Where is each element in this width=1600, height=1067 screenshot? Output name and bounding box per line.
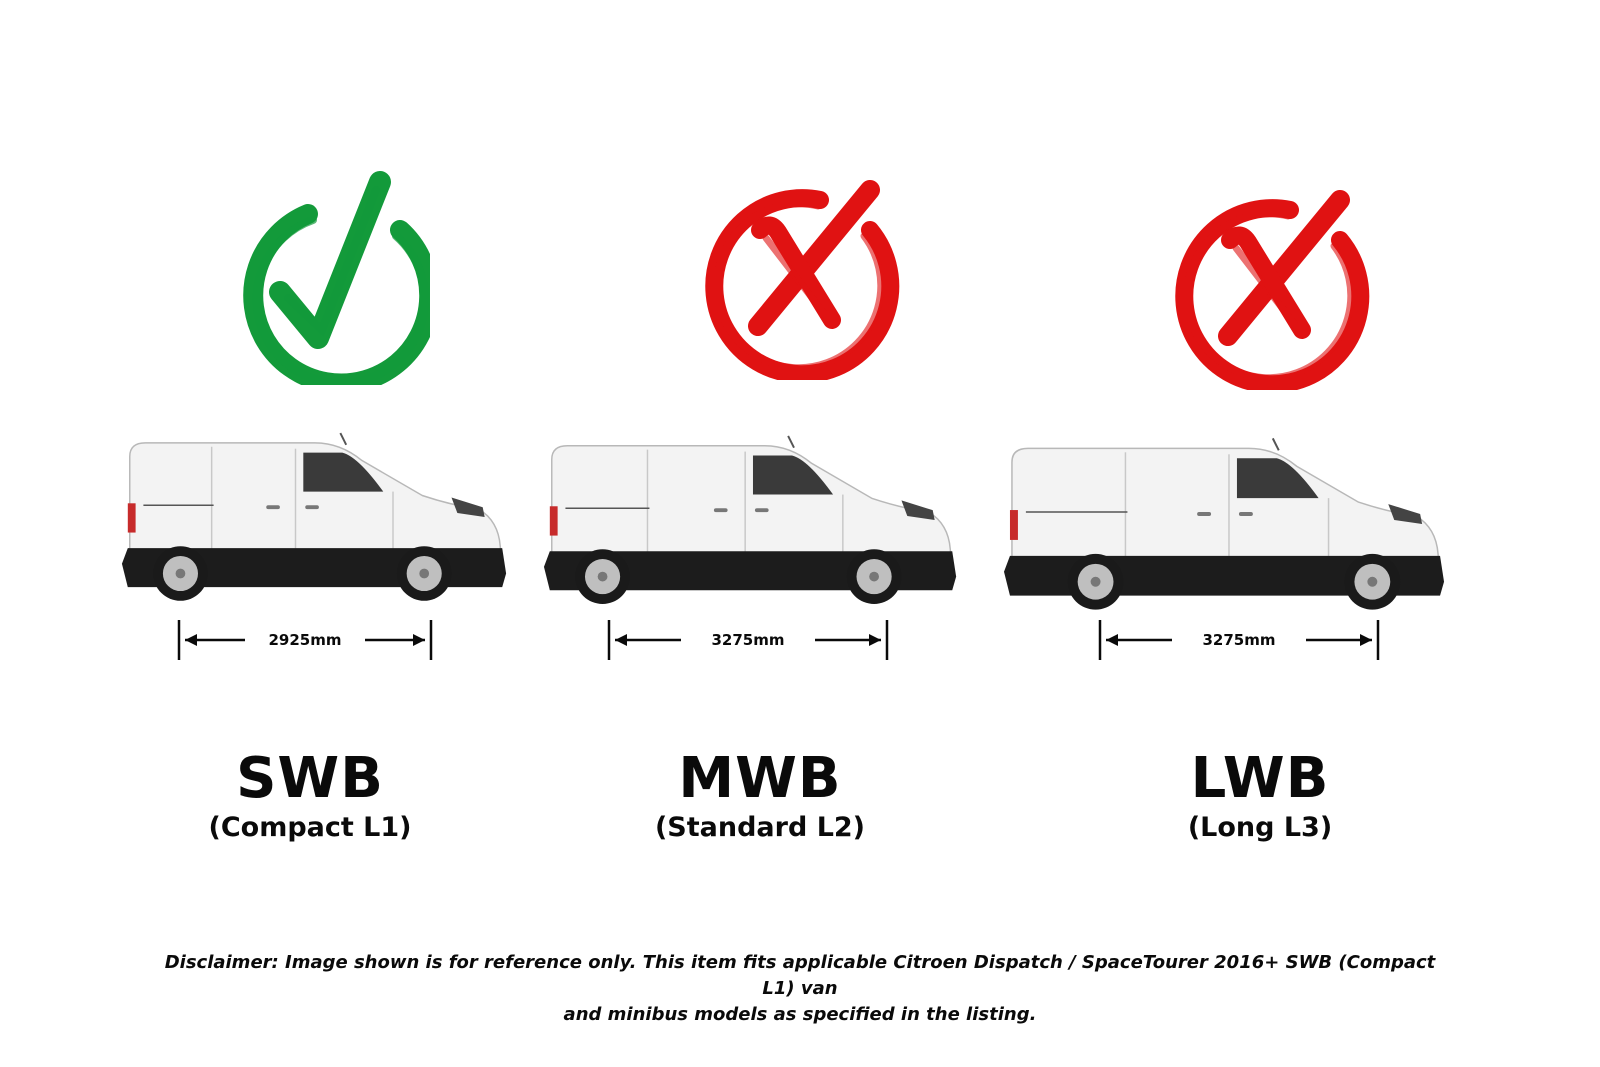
wheelbase-dimension-arrow <box>607 620 889 660</box>
van-option-swb: 2925mm SWB (Compact L1) <box>60 0 560 880</box>
wheelbase-dimension-arrow <box>1098 620 1380 660</box>
wheelbase-label: 3275mm <box>1202 631 1276 649</box>
disclaimer-line-1: Disclaimer: Image shown is for reference… <box>164 952 1436 999</box>
van-size-subtitle: (Compact L1) <box>208 812 412 843</box>
van-image-swb <box>121 432 507 601</box>
van-option-mwb: 3275mm MWB (Standard L2) <box>530 0 1030 880</box>
van-size-title: SWB <box>236 746 384 811</box>
disclaimer-line-2: and minibus models as specified in the l… <box>563 1004 1037 1025</box>
van-size-title: LWB <box>1190 746 1330 811</box>
check-mark-icon <box>243 171 430 385</box>
van-size-title: MWB <box>678 746 842 811</box>
cross-mark-icon <box>705 180 900 380</box>
cross-mark-icon <box>1175 190 1370 390</box>
van-image-lwb <box>1003 437 1445 610</box>
van-size-subtitle: (Standard L2) <box>654 812 866 843</box>
wheelbase-label: 2925mm <box>268 631 342 649</box>
wheelbase-label: 3275mm <box>711 631 785 649</box>
van-size-subtitle: (Long L3) <box>1187 812 1333 843</box>
wheelbase-dimension-arrow <box>177 620 433 660</box>
disclaimer-text: Disclaimer: Image shown is for reference… <box>160 950 1440 1028</box>
van-image-mwb <box>543 435 957 604</box>
van-option-lwb: 3275mm LWB (Long L3) <box>1003 0 1520 880</box>
